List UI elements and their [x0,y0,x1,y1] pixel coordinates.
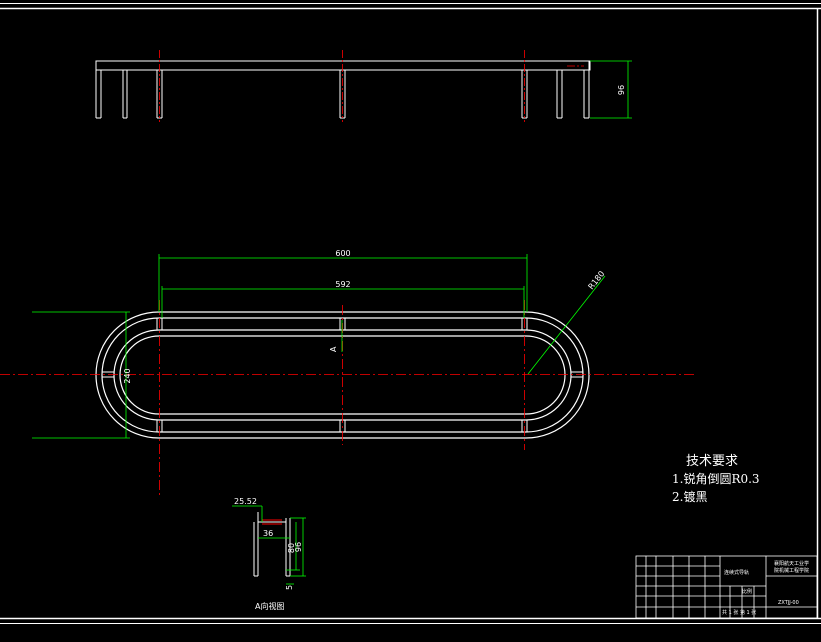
width-dimension-text: 240 [123,368,132,383]
length-outer-dimension-text: 600 [335,249,350,258]
section-view-dimensions [232,505,306,585]
section-width-dimension-text: 36 [263,529,273,538]
title-block-company-line2: 院机械工程学院 [774,567,809,574]
section-small-dimension-text: 5 [285,585,294,590]
title-block-drawing-number: ZXTJJ-00 [778,600,799,606]
tech-requirement-item-2: 2.镀黑 [672,490,708,504]
title-block-part-name: 连续式导轨 [724,569,749,576]
view-marker-text: A [329,346,338,352]
length-inner-dimension-text: 592 [335,280,350,289]
section-view-hatch [262,519,282,525]
height-dimension-text: 96 [617,85,626,95]
section-view-caption: A向视图 [255,601,284,611]
section-offset-dimension-text: 25.52 [234,497,257,506]
tech-requirements-title: 技术要求 [686,454,739,469]
title-block [635,555,818,619]
title-block-scale-label: 比例 [742,588,752,595]
drawing-frame [0,3,821,624]
height-dimension [590,60,632,119]
radius-dimension-text: R180 [586,269,606,291]
title-block-company-line1: 襄阳航天工业学 [774,560,809,567]
title-block-sheet-info: 共 1 张 第 1 张 [722,609,756,616]
section-height-dimension-text: 96 [294,542,303,552]
front-elevation-centerlines [159,50,584,122]
section-inner-dimension-text: 80 [287,543,296,553]
section-view-a [253,512,291,577]
stadium-track-outline [95,311,590,439]
plan-centerlines [0,300,695,495]
tech-requirement-item-1: 1.锐角倒圆R0.3 [672,472,760,486]
plan-dimensions [32,254,606,439]
front-elevation-view [95,60,591,119]
